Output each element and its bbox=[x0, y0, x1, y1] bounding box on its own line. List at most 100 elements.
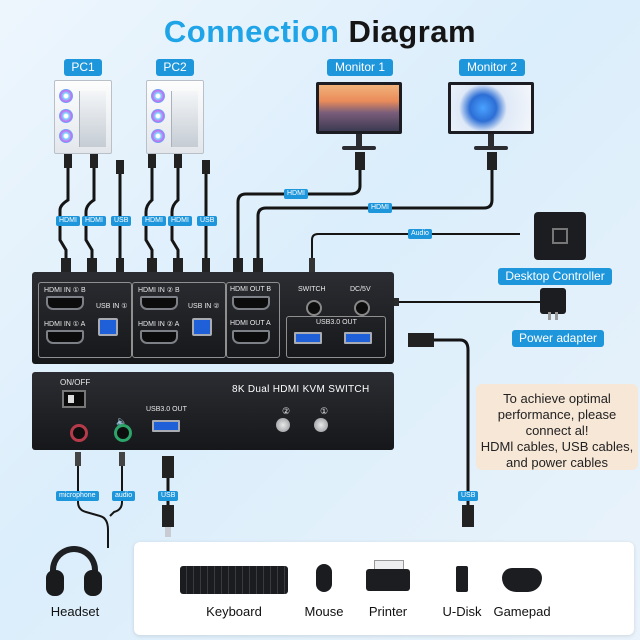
note-line-2: performance, please bbox=[497, 407, 617, 422]
pc1-tower-icon bbox=[54, 80, 112, 154]
gamepad-icon bbox=[502, 568, 542, 592]
pc2-hdmi-plug-top-2 bbox=[174, 154, 182, 168]
monitor1-label: Monitor 1 bbox=[327, 59, 393, 76]
front-usb-plug-bottom bbox=[162, 505, 174, 527]
select-button-1[interactable] bbox=[314, 418, 328, 432]
port-hdmi-in-2a bbox=[140, 330, 178, 344]
pc1-hdmi-plug-top-1 bbox=[64, 154, 72, 168]
label-usb-out-front: USB3.0 OUT bbox=[146, 406, 187, 413]
select-button-2[interactable] bbox=[276, 418, 290, 432]
hdmi-tag-monitor1: HDMI bbox=[284, 189, 308, 199]
keyboard-icon bbox=[180, 566, 288, 594]
label-hdmi-in-1b: HDMI IN ① B bbox=[44, 287, 86, 294]
monitor1-plug bbox=[355, 152, 365, 170]
controller-audio-plug bbox=[309, 258, 315, 274]
label-hdmi-in-2b: HDMI IN ② B bbox=[138, 287, 180, 294]
desktop-controller-label: Desktop Controller bbox=[498, 268, 612, 285]
desktop-controller-icon bbox=[534, 212, 586, 260]
label-usb-in-1: USB IN ① bbox=[96, 303, 128, 310]
usb-extension-cable bbox=[430, 338, 470, 505]
label-hdmi-out-b: HDMI OUT B bbox=[230, 286, 272, 293]
kvm-back-panel: HDMI IN ① B HDMI IN ① A USB IN ① HDMI IN… bbox=[32, 272, 394, 364]
pc1-hdmi-cable-2 bbox=[84, 160, 96, 272]
monitor-cables bbox=[233, 152, 497, 274]
monitor2-icon bbox=[448, 82, 534, 150]
label-hdmi-out-a: HDMI OUT A bbox=[230, 320, 271, 327]
port-usb-in-2 bbox=[192, 318, 212, 336]
label-hdmi-in-1a: HDMI IN ① A bbox=[44, 321, 86, 328]
printer-icon bbox=[366, 560, 410, 594]
port-usb-out-2 bbox=[344, 332, 372, 344]
port-group-usb-out bbox=[286, 316, 386, 358]
pc2-usb-plug-bottom bbox=[202, 258, 210, 274]
port-hdmi-in-1a bbox=[46, 330, 84, 344]
monitor2-hdmi-cable bbox=[256, 165, 494, 272]
pc2-cables bbox=[144, 154, 210, 274]
note-line-5: and power cables bbox=[506, 455, 608, 470]
udisk-icon bbox=[456, 566, 468, 592]
mouse-label: Mouse bbox=[304, 604, 344, 619]
pc1-hdmi-cable-1 bbox=[58, 160, 70, 272]
power-adapter-icon bbox=[540, 288, 566, 320]
pc2-hdmi-cable-2 bbox=[170, 160, 180, 272]
port-hdmi-in-1b bbox=[46, 296, 84, 310]
pc2-hdmi-plug-bottom-2 bbox=[173, 258, 183, 274]
pc2-tower-icon bbox=[146, 80, 204, 154]
note-line-3: connect al! bbox=[525, 423, 589, 438]
connection-note: To achieve optimal performance, please c… bbox=[476, 384, 638, 470]
audio-cable bbox=[109, 462, 123, 517]
label-btn-2: ② bbox=[282, 406, 291, 416]
port-hdmi-out-b bbox=[232, 296, 270, 310]
title-part-1: Connection bbox=[163, 14, 340, 49]
keyboard-label: Keyboard bbox=[206, 604, 262, 619]
gamepad-label: Gamepad bbox=[493, 604, 551, 619]
port-group-out bbox=[226, 282, 280, 358]
mic-cable bbox=[77, 462, 109, 548]
port-group-in-1 bbox=[38, 282, 132, 358]
out-hdmi-plug-b bbox=[253, 258, 263, 274]
usb-right-plug bbox=[462, 505, 474, 527]
pc2-label: PC2 bbox=[156, 59, 194, 76]
hdmi-tag-monitor2: HDMI bbox=[368, 203, 392, 213]
out-hdmi-plug-a bbox=[233, 258, 243, 274]
port-hdmi-in-2b bbox=[140, 296, 178, 310]
monitor1-hdmi-cable bbox=[236, 165, 362, 272]
note-line-4: HDMl cables, USB cables, bbox=[480, 439, 634, 454]
microphone-tag: microphone bbox=[56, 491, 99, 501]
label-hdmi-in-2a: HDMI IN ② A bbox=[138, 321, 180, 328]
port-group-in-2 bbox=[132, 282, 226, 358]
port-usb-out-front bbox=[152, 420, 180, 432]
diagram-title: Connection Diagram bbox=[0, 14, 640, 50]
peripheral-tray: Keyboard Mouse Printer U-Disk Gamepad bbox=[134, 542, 634, 635]
pc1-cables bbox=[58, 154, 124, 274]
pc1-hdmi-plug-top-2 bbox=[90, 154, 98, 168]
monitor1-icon bbox=[316, 82, 402, 150]
note-line-1: To achieve optimal bbox=[503, 391, 611, 406]
pc2-tag-usb: USB bbox=[197, 216, 218, 226]
pc1-hdmi-plug-bottom-2 bbox=[87, 258, 97, 274]
usb-extension-plug bbox=[408, 333, 434, 347]
switch-jack bbox=[306, 300, 322, 316]
usb-right-tag: USB bbox=[458, 491, 479, 501]
pc1-tag-hdmi-2: HDMI bbox=[82, 216, 106, 226]
pc1-label: PC1 bbox=[64, 59, 102, 76]
pc2-hdmi-plug-top-1 bbox=[148, 154, 156, 168]
label-btn-1: ① bbox=[320, 406, 329, 416]
kvm-front-panel: ON/OFF 🔈 USB3.0 OUT 8K Dual HDMI KVM SWI… bbox=[32, 372, 394, 450]
pc2-usb-plug-top bbox=[202, 160, 210, 174]
audio-front-tag: audio bbox=[112, 491, 136, 501]
usb-front-tag: USB bbox=[158, 491, 179, 501]
label-dc: DC/5V bbox=[350, 286, 371, 293]
mic-plug bbox=[75, 452, 81, 466]
controller-audio-cable bbox=[311, 233, 520, 272]
pc1-tag-hdmi-1: HDMI bbox=[56, 216, 80, 226]
label-switch: SWITCH bbox=[298, 286, 326, 293]
front-usb-plug-tip bbox=[165, 527, 171, 537]
pc1-usb-plug-bottom bbox=[116, 258, 124, 274]
pc2-tag-hdmi-2: HDMI bbox=[168, 216, 192, 226]
front-usb-plug-top bbox=[162, 456, 174, 478]
mouse-icon bbox=[316, 564, 332, 592]
headset-icon bbox=[44, 544, 104, 598]
pc1-hdmi-plug-bottom-1 bbox=[61, 258, 71, 274]
